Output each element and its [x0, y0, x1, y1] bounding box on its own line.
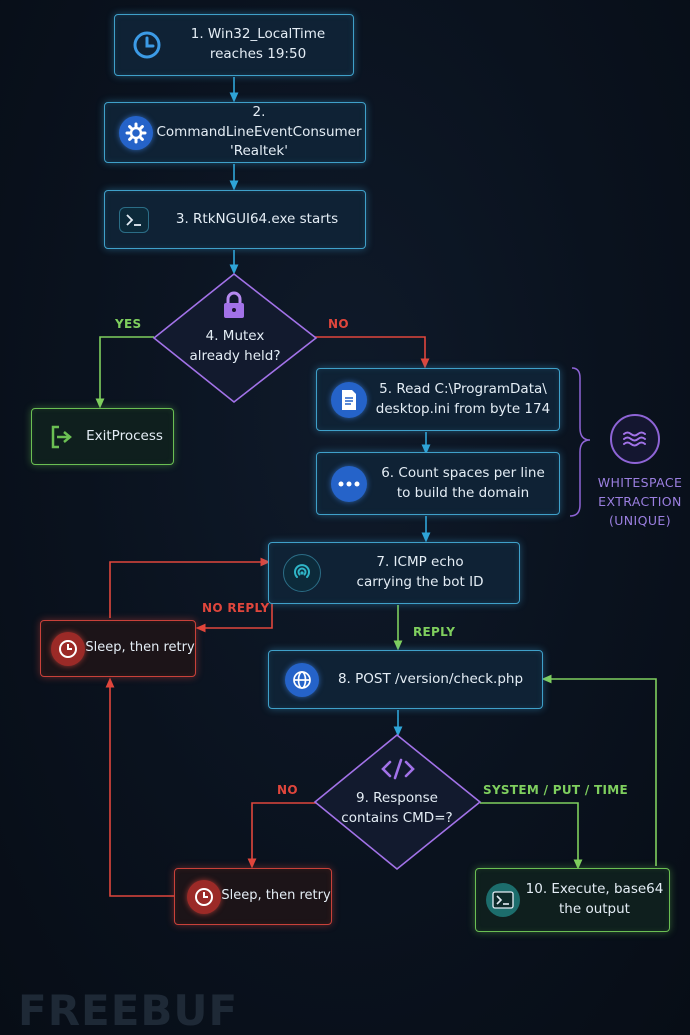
step-9-label: 9. Response contains CMD=?	[341, 790, 453, 826]
sleep-retry-label-1: Sleep, then retry	[85, 640, 195, 656]
no-label-mutex: NO	[328, 317, 349, 331]
reply-label: REPLY	[413, 625, 456, 639]
signal-icon	[283, 554, 321, 592]
step-1-box: 1. Win32_LocalTime reaches 19:50	[114, 14, 354, 76]
exit-process-box: ExitProcess	[31, 408, 174, 465]
step-5-label: 5. Read C:\ProgramData\ desktop.ini from…	[375, 380, 551, 417]
step-2-box: 2. CommandLineEventConsumer 'Realtek'	[104, 102, 366, 163]
step-10-box: 10. Execute, base64 the output	[475, 868, 670, 932]
globe-icon	[285, 662, 319, 697]
freebuf-watermark: FREEBUF	[18, 986, 239, 1035]
step-4-label: 4. Mutex already held?	[189, 328, 281, 364]
document-icon	[331, 381, 367, 418]
system-put-time-label: SYSTEM / PUT / TIME	[483, 783, 628, 797]
dots-icon	[331, 465, 367, 502]
step-5-box: 5. Read C:\ProgramData\ desktop.ini from…	[316, 368, 560, 431]
wave-icon	[610, 414, 660, 464]
clock-icon	[131, 29, 163, 61]
lock-icon	[220, 290, 248, 324]
no-reply-label: NO REPLY	[202, 601, 270, 615]
exit-icon	[48, 423, 76, 451]
exit-process-label: ExitProcess	[86, 427, 163, 444]
step-7-label: 7. ICMP echo carrying the bot ID	[356, 554, 484, 590]
terminal-icon	[119, 206, 149, 233]
whitespace-extraction-label: WHITESPACE EXTRACTION (UNIQUE)	[597, 475, 683, 528]
whitespace-group-brace	[569, 367, 591, 517]
code-icon	[381, 757, 415, 785]
step-8-box: 8. POST /version/check.php	[268, 650, 543, 709]
step-6-label: 6. Count spaces per line to build the do…	[381, 464, 545, 501]
step-2-label: 2. CommandLineEventConsumer 'Realtek'	[156, 104, 362, 160]
step-8-label: 8. POST /version/check.php	[337, 670, 524, 687]
sleep-retry-box-2: Sleep, then retry	[174, 868, 332, 925]
step-3-label: 3. RtkNGUI64.exe starts	[175, 210, 339, 227]
step-3-box: 3. RtkNGUI64.exe starts	[104, 190, 366, 249]
no-label-response: NO	[277, 783, 298, 797]
terminal-icon	[486, 883, 520, 917]
sleep-retry-label-2: Sleep, then retry	[221, 888, 331, 904]
yes-label: YES	[115, 317, 142, 331]
sleep-retry-box-1: Sleep, then retry	[40, 620, 196, 677]
timer-icon	[187, 879, 221, 914]
timer-icon	[51, 631, 85, 666]
response-decision-diamond	[313, 733, 482, 871]
step-1-label: 1. Win32_LocalTime reaches 19:50	[190, 26, 326, 62]
step-6-box: 6. Count spaces per line to build the do…	[316, 452, 560, 515]
gear-icon	[119, 115, 153, 150]
step-10-label: 10. Execute, base64 the output	[525, 881, 664, 917]
step-7-box: 7. ICMP echo carrying the bot ID	[268, 542, 520, 604]
mutex-decision-diamond	[152, 272, 318, 404]
